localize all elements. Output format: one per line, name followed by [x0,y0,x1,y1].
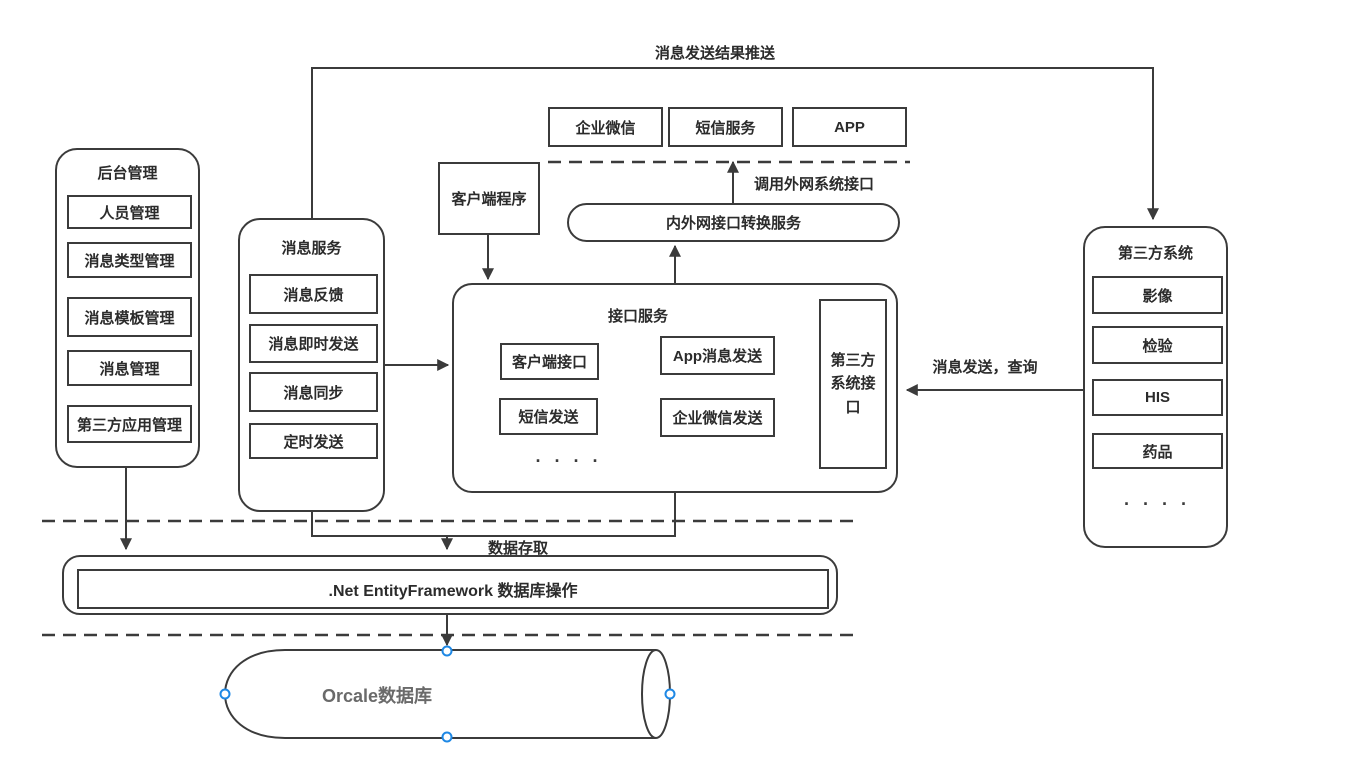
box-imaging[interactable]: 影像 [1092,276,1223,314]
box-client-program[interactable]: 客户端程序 [438,162,540,235]
selection-handle-left[interactable] [219,688,231,700]
database-cylinder[interactable] [223,649,671,739]
container-backend-admin[interactable]: 后台管理 人员管理 消息类型管理 消息模板管理 消息管理 第三方应用管理 [55,148,200,468]
label-data-access: 数据存取 [487,540,548,557]
selection-handle-top[interactable] [441,645,453,657]
backend-admin-title: 后台管理 [97,165,158,182]
box-wechat-send[interactable]: 企业微信发送 [660,398,775,437]
box-message-sync[interactable]: 消息同步 [249,372,378,412]
box-app-message-send[interactable]: App消息发送 [660,336,775,375]
box-scheduled-send[interactable]: 定时发送 [249,423,378,459]
message-service-title: 消息服务 [281,240,342,257]
box-message-instant-send[interactable]: 消息即时发送 [249,324,378,363]
box-thirdparty-app-management[interactable]: 第三方应用管理 [67,405,192,443]
label-send-query: 消息发送，查询 [932,359,1038,376]
container-interface-service[interactable]: 接口服务 客户端接口 App消息发送 短信发送 企业微信发送 · · · · 第… [452,283,898,493]
interface-service-ellipsis: · · · · [535,451,603,471]
label-call-external-api: 调用外网系统接口 [753,176,874,193]
box-message-type-management[interactable]: 消息类型管理 [67,242,192,278]
thirdparty-system-port-label: 第三方系统接口 [830,352,876,416]
label-result-push: 消息发送结果推送 [654,45,775,62]
box-message-template-management[interactable]: 消息模板管理 [67,297,192,337]
box-message-management[interactable]: 消息管理 [67,350,192,386]
thirdparty-system-ellipsis: · · · · [1124,494,1191,514]
interface-service-title: 接口服务 [607,308,668,325]
box-app[interactable]: APP [792,107,907,147]
box-sms-service[interactable]: 短信服务 [668,107,783,147]
box-user-management[interactable]: 人员管理 [67,195,192,229]
box-sms-send[interactable]: 短信发送 [499,398,598,435]
box-lab-test[interactable]: 检验 [1092,326,1223,364]
box-enterprise-wechat[interactable]: 企业微信 [548,107,663,147]
selection-handle-bottom[interactable] [441,731,453,743]
container-orm-layer[interactable]: .Net EntityFramework 数据库操作 [62,555,838,615]
selection-handle-right[interactable] [664,688,676,700]
box-his[interactable]: HIS [1092,379,1223,416]
box-gateway-service[interactable]: 内外网接口转换服务 [567,203,900,242]
database-label: Orcale数据库 [321,686,433,706]
box-message-feedback[interactable]: 消息反馈 [249,274,378,314]
box-client-interface[interactable]: 客户端接口 [500,343,599,380]
thirdparty-system-title: 第三方系统 [1117,245,1193,262]
box-thirdparty-system-port[interactable]: 第三方系统接口 [819,299,887,469]
box-medicine[interactable]: 药品 [1092,433,1223,469]
box-orm-layer: .Net EntityFramework 数据库操作 [77,569,829,609]
container-message-service[interactable]: 消息服务 消息反馈 消息即时发送 消息同步 定时发送 [238,218,385,512]
container-thirdparty-system[interactable]: 第三方系统 影像 检验 HIS 药品 · · · · [1083,226,1228,548]
